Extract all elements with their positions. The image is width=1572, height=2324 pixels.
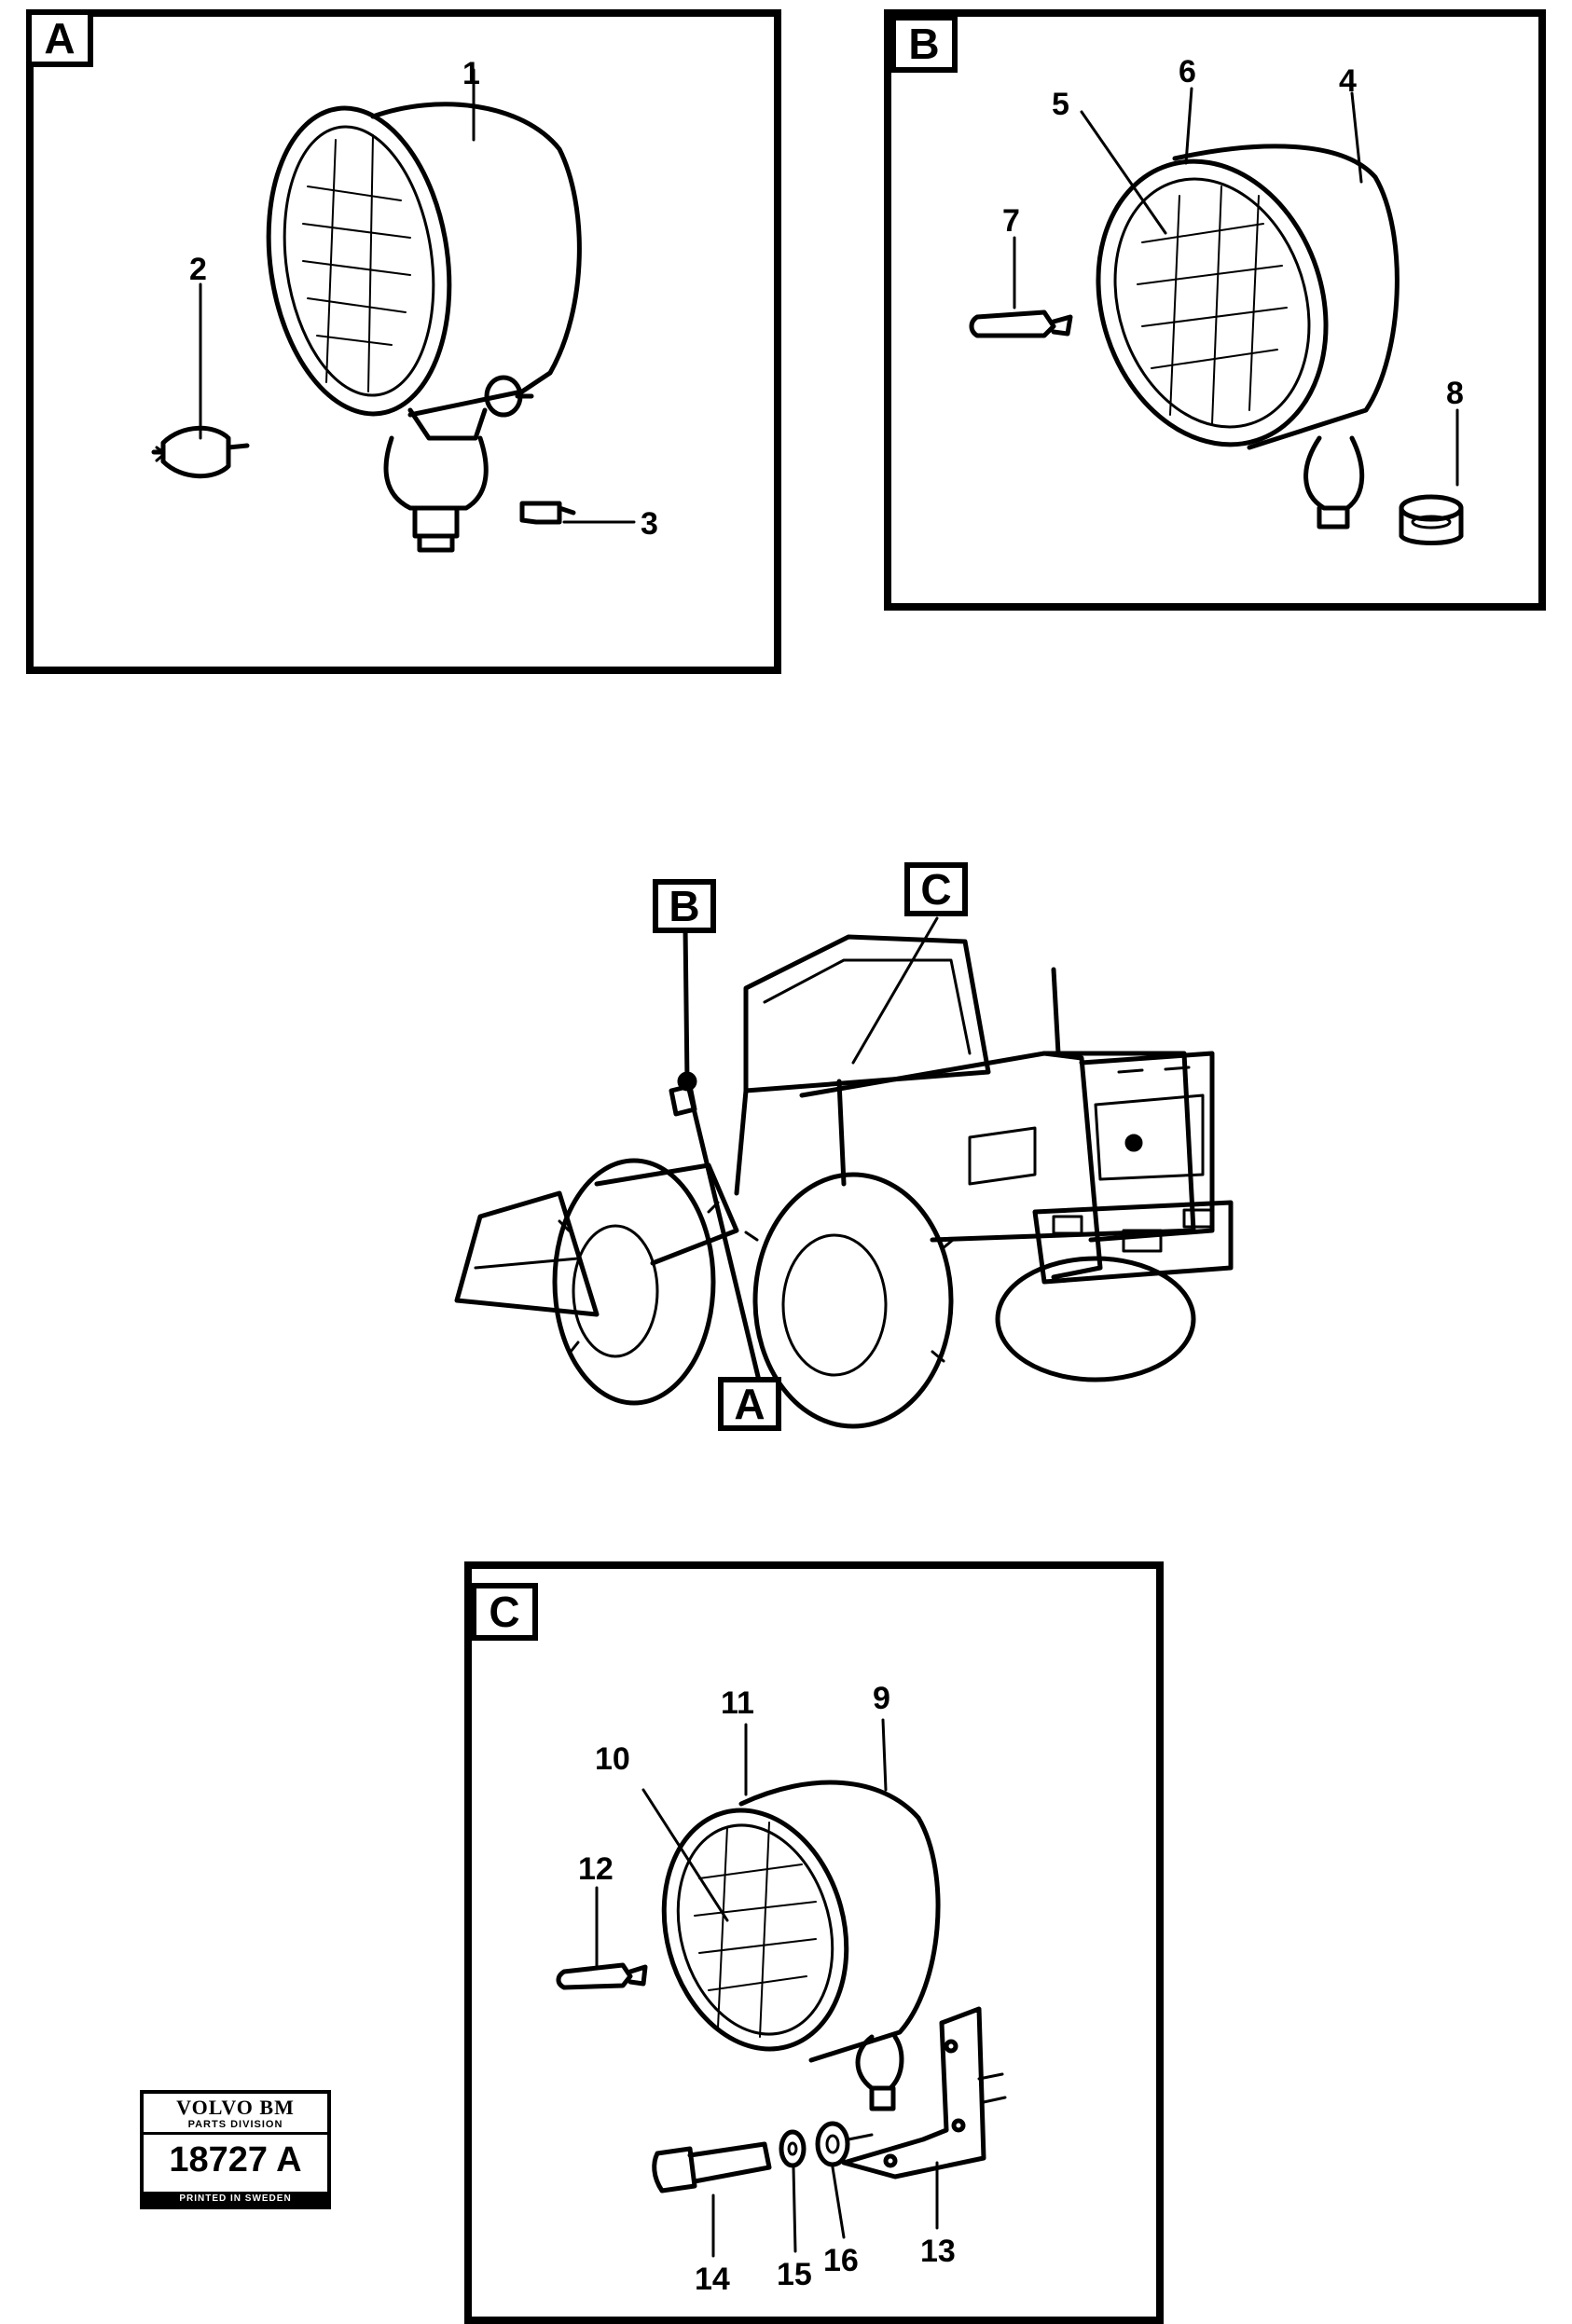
callout-12: 12 (578, 1851, 614, 1887)
bulb-12 (556, 1962, 648, 1990)
bulb-7 (969, 309, 1073, 338)
stamp-division: PARTS DIVISION (144, 2119, 327, 2135)
callout-1: 1 (462, 56, 480, 91)
panel-b-tag: B (890, 15, 958, 73)
callout-15: 15 (777, 2257, 812, 2292)
callout-5: 5 (1052, 87, 1069, 122)
callout-13: 13 (920, 2234, 956, 2269)
screw-3 (519, 501, 576, 525)
parts-stamp: VOLVO BM PARTS DIVISION 18727 A PRINTED … (140, 2090, 331, 2209)
stamp-code: 18727 A (169, 2140, 302, 2180)
callout-9: 9 (873, 1681, 890, 1716)
callout-7: 7 (1002, 203, 1020, 239)
callout-4: 4 (1339, 63, 1357, 99)
panel-b (884, 9, 1546, 611)
panel-c-tag: C (471, 1583, 538, 1641)
stamp-brand: VOLVO BM (176, 2096, 295, 2119)
callout-3: 3 (641, 506, 658, 542)
work-lamp-1 (266, 102, 582, 553)
washer-15 (779, 2129, 807, 2168)
grommet-8 (1399, 494, 1464, 545)
callout-2: 2 (189, 252, 207, 287)
callout-11: 11 (721, 1685, 754, 1721)
callout-6: 6 (1179, 54, 1196, 89)
overview-tag-c: C (904, 862, 968, 916)
bolt-14 (652, 2141, 772, 2193)
overview-tag-a: A (718, 1377, 781, 1431)
callout-10: 10 (595, 1741, 630, 1777)
bulb-2 (151, 425, 250, 479)
washer-16 (815, 2121, 850, 2167)
bracket-13 (841, 2006, 1007, 2180)
callout-8: 8 (1446, 376, 1464, 411)
stamp-printed: PRINTED IN SWEDEN (144, 2192, 327, 2206)
overview-tag-b: B (653, 879, 716, 933)
callout-14: 14 (695, 2262, 730, 2297)
headlamp-4 (1096, 144, 1400, 529)
headlamp-9 (661, 1780, 941, 2111)
panel-c (464, 1561, 1164, 2324)
callout-16: 16 (823, 2243, 859, 2278)
panel-a-tag: A (26, 9, 93, 67)
panel-a (26, 9, 781, 674)
